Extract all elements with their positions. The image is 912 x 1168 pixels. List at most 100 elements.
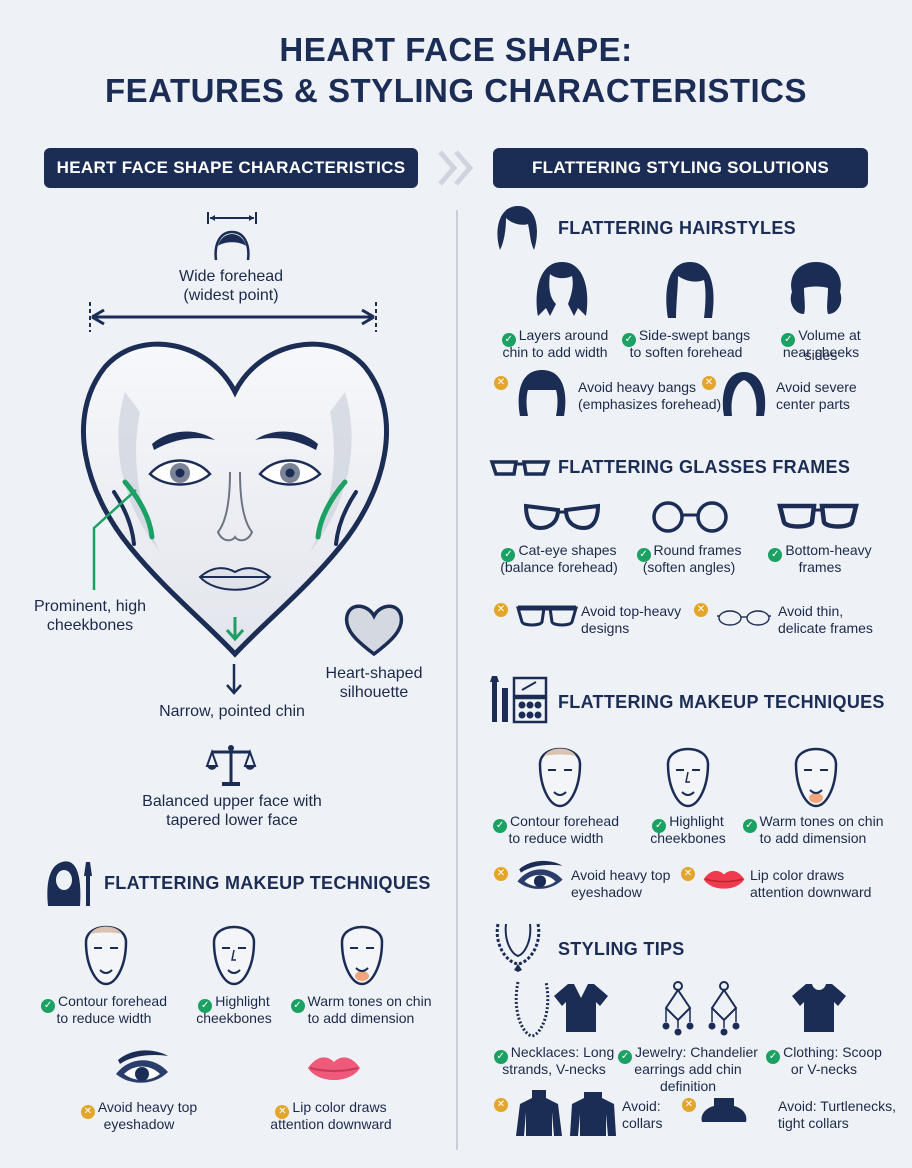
balanced-label-1: Balanced upper face with bbox=[142, 793, 322, 810]
turtleneck-sweater-icon bbox=[516, 1090, 562, 1136]
x-icon: ✕ bbox=[494, 1098, 508, 1112]
v-neck-shirt-icon bbox=[554, 984, 608, 1032]
left-makeup-title: FLATTERING MAKEUP TECHNIQUES bbox=[104, 873, 431, 893]
warm-chin-face-icon bbox=[794, 747, 838, 808]
heavy-bangs-hair-icon bbox=[518, 370, 566, 416]
glasses-item3-l1: ✓Bottom-heavy bbox=[760, 542, 880, 562]
check-icon: ✓ bbox=[636, 548, 651, 562]
glasses-icon bbox=[489, 460, 551, 476]
tips-item2-l2: earrings add chin bbox=[634, 1061, 742, 1077]
hair-item1-l2: chin to add width bbox=[502, 344, 608, 360]
tips-item3-l2: or V-necks bbox=[790, 1061, 858, 1077]
check-icon: ✓ bbox=[198, 999, 213, 1013]
hair-item2-l1: ✓Side-swept bangs bbox=[614, 327, 758, 347]
bottom-heavy-glasses-icon bbox=[777, 503, 859, 529]
collar-top-icon bbox=[570, 1092, 616, 1136]
check-icon: ✓ bbox=[742, 819, 757, 833]
x-icon: ✕ bbox=[681, 867, 695, 881]
chin-arrow-icon bbox=[226, 664, 242, 695]
top-heavy-glasses-icon bbox=[516, 605, 578, 627]
eyeshadow-eye-icon bbox=[517, 860, 563, 889]
x-icon: ✕ bbox=[494, 867, 508, 881]
right-makeup-title: FLATTERING MAKEUP TECHNIQUES bbox=[558, 692, 885, 712]
necklace-icon bbox=[495, 923, 541, 972]
right-makeup-item2-l2: cheekbones bbox=[650, 830, 726, 846]
tips-title: STYLING TIPS bbox=[558, 939, 685, 959]
check-icon: ✓ bbox=[493, 819, 508, 833]
x-icon: ✕ bbox=[494, 603, 508, 617]
tips-item2-l3: definition bbox=[659, 1078, 717, 1094]
volume-hair-icon bbox=[790, 262, 842, 314]
left-header: HEART FACE SHAPE CHARACTERISTICS bbox=[44, 148, 418, 188]
right-makeup-item1-l1: ✓Contour forehead bbox=[486, 813, 626, 833]
woman-brush-icon bbox=[47, 861, 92, 906]
left-makeup-avoid1-l2: eyeshadow bbox=[103, 1116, 175, 1132]
tips-avoid1-l1: Avoid: bbox=[622, 1098, 661, 1114]
left-makeup-avoid2-l2: attention downward bbox=[270, 1116, 392, 1132]
check-icon: ✓ bbox=[41, 999, 56, 1013]
glasses-item3-l2: frames bbox=[798, 559, 842, 575]
center-part-hair-icon bbox=[722, 372, 766, 416]
cheekbone-pointer bbox=[92, 489, 137, 590]
check-icon: ✓ bbox=[768, 548, 783, 562]
hair-item3-l2: near cheeks bbox=[782, 344, 860, 360]
hair-icon bbox=[497, 206, 537, 250]
check-icon: ✓ bbox=[501, 548, 516, 562]
side-bangs-hair-icon bbox=[666, 262, 714, 318]
check-icon: ✓ bbox=[652, 819, 667, 833]
makeup-kit-icon bbox=[490, 676, 548, 724]
right-makeup-item3-l1: ✓Warm tones on chin bbox=[740, 813, 886, 833]
warm-chin-face-icon bbox=[340, 925, 384, 986]
glasses-avoid1-l2: designs bbox=[581, 620, 630, 636]
heart-silhouette-icon bbox=[344, 604, 404, 657]
tips-item1-l1: ✓Necklaces: Long bbox=[490, 1044, 618, 1064]
highlight-face-icon bbox=[212, 925, 256, 986]
right-makeup-avoid2-l2: attention downward bbox=[750, 884, 872, 900]
highlight-face-icon bbox=[666, 747, 710, 808]
hair-item2-l2: to soften forehead bbox=[629, 344, 743, 360]
right-makeup-item1-l2: to reduce width bbox=[508, 830, 604, 846]
scoop-neck-shirt-icon bbox=[792, 984, 846, 1032]
tips-avoid2-l1: Avoid: Turtlenecks, bbox=[778, 1098, 897, 1114]
tips-item2-l1: ✓Jewelry: Chandelier bbox=[614, 1044, 762, 1064]
right-header: FLATTERING STYLING SOLUTIONS bbox=[493, 148, 868, 188]
forehead-width-icon bbox=[207, 212, 257, 261]
check-icon: ✓ bbox=[501, 333, 516, 347]
check-icon: ✓ bbox=[766, 1050, 781, 1064]
x-icon: ✕ bbox=[682, 1098, 696, 1112]
tight-collar-icon bbox=[701, 1098, 747, 1122]
glasses-item1-l1: ✓Cat-eye shapes bbox=[494, 542, 624, 562]
check-icon: ✓ bbox=[781, 333, 796, 347]
x-icon: ✕ bbox=[702, 376, 716, 390]
hair-item3-l1: ✓Volume at sides bbox=[764, 327, 878, 364]
right-makeup-avoid1-l2: eyeshadow bbox=[571, 884, 642, 900]
tips-item1-l2: strands, V-necks bbox=[502, 1061, 606, 1077]
forehead-label-2: (widest point) bbox=[183, 287, 279, 304]
page-title-line1: HEART FACE SHAPE: bbox=[279, 31, 633, 68]
silhouette-label-2: silhouette bbox=[339, 684, 409, 701]
left-makeup-item2-l1: ✓Highlight bbox=[186, 993, 282, 1013]
left-makeup-item1-l2: to reduce width bbox=[56, 1010, 152, 1026]
check-icon: ✓ bbox=[621, 333, 636, 347]
thin-glasses-icon bbox=[717, 610, 771, 626]
lips-icon bbox=[703, 870, 745, 889]
column-divider bbox=[456, 210, 458, 1150]
chandelier-earrings-icon bbox=[662, 981, 740, 1036]
left-makeup-item1-l1: ✓Contour forehead bbox=[34, 993, 174, 1013]
cat-eye-glasses-icon bbox=[523, 503, 601, 531]
forehead-label-1: Wide forehead bbox=[178, 268, 284, 285]
hair-item1-l1: ✓Layers around bbox=[490, 327, 620, 347]
right-makeup-avoid1-l1: Avoid heavy top bbox=[571, 867, 671, 883]
glasses-item2-l2: (soften angles) bbox=[642, 559, 736, 575]
hair-avoid1-l2: (emphasizes forehead) bbox=[578, 396, 722, 412]
left-makeup-avoid2-l1: ✕Lip color draws bbox=[256, 1099, 406, 1119]
x-icon: ✕ bbox=[275, 1105, 290, 1119]
forehead-arrow bbox=[89, 302, 377, 332]
glasses-title: FLATTERING GLASSES FRAMES bbox=[558, 457, 851, 477]
cheek-label-1: Prominent, high bbox=[33, 598, 147, 615]
round-glasses-icon bbox=[652, 501, 728, 533]
left-makeup-item3-l2: to add dimension bbox=[307, 1010, 415, 1026]
contour-face-icon bbox=[84, 925, 128, 986]
glasses-item2-l1: ✓Round frames bbox=[624, 542, 754, 562]
left-makeup-item2-l2: cheekbones bbox=[196, 1010, 272, 1026]
